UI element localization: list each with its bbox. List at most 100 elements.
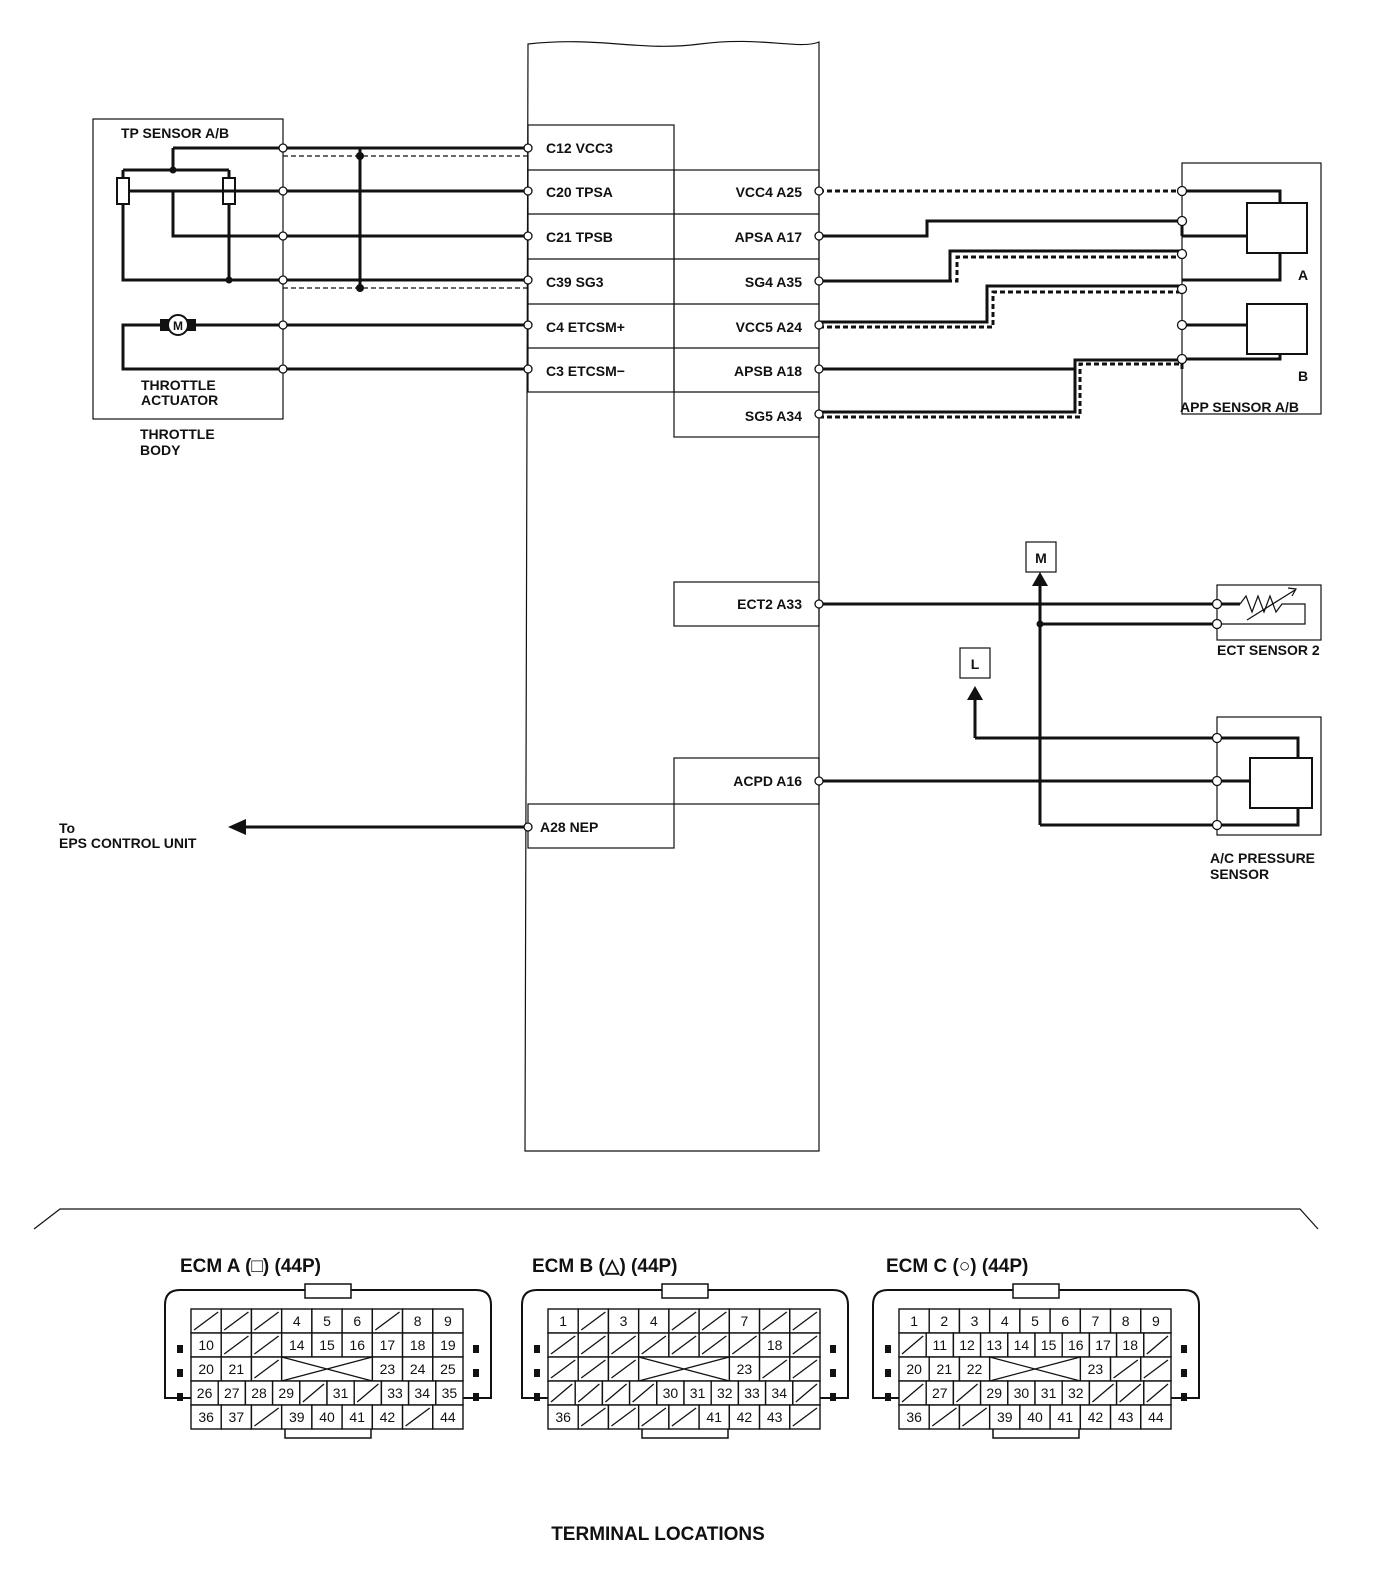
connector-pin (311, 1404, 343, 1430)
arrow-left-icon (228, 819, 246, 835)
connector-pin-number: 34 (771, 1385, 787, 1401)
throttle-actuator-label-2: ACTUATOR (141, 392, 218, 408)
connector-pin-number: 2 (940, 1313, 948, 1329)
app-sensor-b-label: B (1298, 368, 1308, 384)
terminal-a34: SG5 A34 (745, 408, 802, 424)
connector-pin (190, 1404, 222, 1430)
connector-pin-number: 21 (229, 1361, 245, 1377)
connector-pin-number: 14 (1014, 1337, 1030, 1353)
connector-pin-number: 44 (440, 1409, 456, 1425)
connector-pin (432, 1332, 464, 1358)
connector-pin-number: 40 (319, 1409, 335, 1425)
terminal-locations-section: ECM A (□) (44P) ECM B (△) (44P) ECM C (○… (33, 1208, 1319, 1545)
throttle-actuator-label-1: THROTTLE (141, 377, 216, 393)
connector-pin-number: 31 (690, 1385, 706, 1401)
connector-pin-number: 41 (1057, 1409, 1073, 1425)
connector-pin (979, 1332, 1009, 1358)
connector-pin-number: 11 (933, 1337, 948, 1353)
connector-pin-number: 26 (197, 1385, 213, 1401)
connector-pin-number: 5 (1031, 1313, 1039, 1329)
connector-pin (898, 1356, 930, 1382)
connector-pin-number: 23 (380, 1361, 396, 1377)
connector-pin-number: 10 (198, 1337, 214, 1353)
connector-pin-number: 42 (1088, 1409, 1104, 1425)
connector-pin-number: 23 (737, 1361, 753, 1377)
terminal-c4: C4 ETCSM+ (546, 319, 625, 335)
connector-pin (958, 1308, 991, 1334)
terminal-c12: C12 VCC3 (546, 140, 613, 156)
terminal-a24: VCC5 A24 (736, 319, 803, 335)
svg-text:L: L (971, 656, 980, 672)
connector-pin-number: 39 (997, 1409, 1013, 1425)
terminal-c21: C21 TPSB (546, 229, 613, 245)
terminal-c20: C20 TPSA (546, 184, 613, 200)
app-sensor-a-element (1246, 202, 1308, 254)
connector-pin (1049, 1308, 1082, 1334)
connector-pin-number: 4 (650, 1313, 658, 1329)
terminal-a28: A28 NEP (540, 819, 598, 835)
app-sensor: A B APP SENSOR A/B (1180, 162, 1322, 415)
connector-pin-number: 25 (440, 1361, 456, 1377)
connector-pin-number: 15 (1041, 1337, 1057, 1353)
connector-pin (728, 1356, 761, 1382)
connector-pin-number: 29 (986, 1385, 1002, 1401)
connector-pin (326, 1380, 355, 1406)
connector-pin-number: 1 (559, 1313, 567, 1329)
connector-pin (547, 1404, 579, 1430)
connector-pin-number: 8 (414, 1313, 422, 1329)
connector-pin-number: 20 (906, 1361, 922, 1377)
eps-label-2: EPS CONTROL UNIT (59, 835, 197, 851)
connector-pin (1140, 1308, 1172, 1334)
terminal-a33: ECT2 A33 (737, 596, 802, 612)
connector-pin-number: 44 (1148, 1409, 1164, 1425)
connector-pin-number: 36 (198, 1409, 214, 1425)
ecm-body (524, 40, 820, 1152)
ac-pressure-title-2: SENSOR (1210, 866, 1269, 882)
arrow-up-icon (1032, 572, 1048, 586)
connector-pin-number: 22 (967, 1361, 983, 1377)
throttle-body-label-2: BODY (140, 442, 181, 458)
connector-pin (925, 1380, 955, 1406)
connector-pin-number: 4 (293, 1313, 301, 1329)
connector-pin (1007, 1380, 1036, 1406)
connector-pin-number: 17 (380, 1337, 396, 1353)
connector-pin-number: 39 (289, 1409, 305, 1425)
connector-pin (341, 1404, 374, 1430)
ac-pressure-sensor: L A/C PRESSURE SENSOR (819, 647, 1322, 882)
ecm-app-wires (819, 189, 1184, 419)
connector-pin-number: 1 (910, 1313, 918, 1329)
terminal-a35: SG4 A35 (745, 274, 802, 290)
connector-pin-number: 43 (1118, 1409, 1134, 1425)
connector-pin-number: 7 (741, 1313, 749, 1329)
throttle-body: TP SENSOR A/B M THROTTLE ACTUATOR THROTT… (92, 118, 284, 458)
app-sensor-a-label: A (1298, 267, 1308, 283)
ac-pressure-element (1249, 757, 1313, 809)
eps-output: To EPS CONTROL UNIT (59, 819, 528, 851)
connector-pin-number: 41 (349, 1409, 365, 1425)
connector-pin (698, 1404, 731, 1430)
connector-pin (401, 1332, 434, 1358)
throttle-ecm-wires (283, 146, 528, 371)
throttle-motor-icon (167, 314, 189, 336)
terminal-a18: APSB A18 (734, 363, 802, 379)
connector-pin-number: 8 (1122, 1313, 1130, 1329)
connector-pin (656, 1380, 685, 1406)
connector-pin-number: 27 (932, 1385, 948, 1401)
terminal-locations-title: TERMINAL LOCATIONS (551, 1524, 765, 1545)
connector-pin (607, 1308, 640, 1334)
connector-pin-number: 37 (229, 1409, 245, 1425)
ac-pressure-title-1: A/C PRESSURE (1210, 850, 1315, 866)
connector-pin-number: 20 (198, 1361, 214, 1377)
connector-pin-number: 27 (224, 1385, 240, 1401)
connector-pin (380, 1380, 410, 1406)
connector-pin-number: 23 (1088, 1361, 1104, 1377)
connector-pin-number: 40 (1027, 1409, 1043, 1425)
connector-pin (1140, 1404, 1172, 1430)
ecm-b-connector-title: ECM B (△) (44P) (532, 1256, 678, 1277)
connector-pin-number: 9 (444, 1313, 452, 1329)
connector-pin-number: 6 (1061, 1313, 1069, 1329)
connector-pin-number: 9 (1152, 1313, 1160, 1329)
